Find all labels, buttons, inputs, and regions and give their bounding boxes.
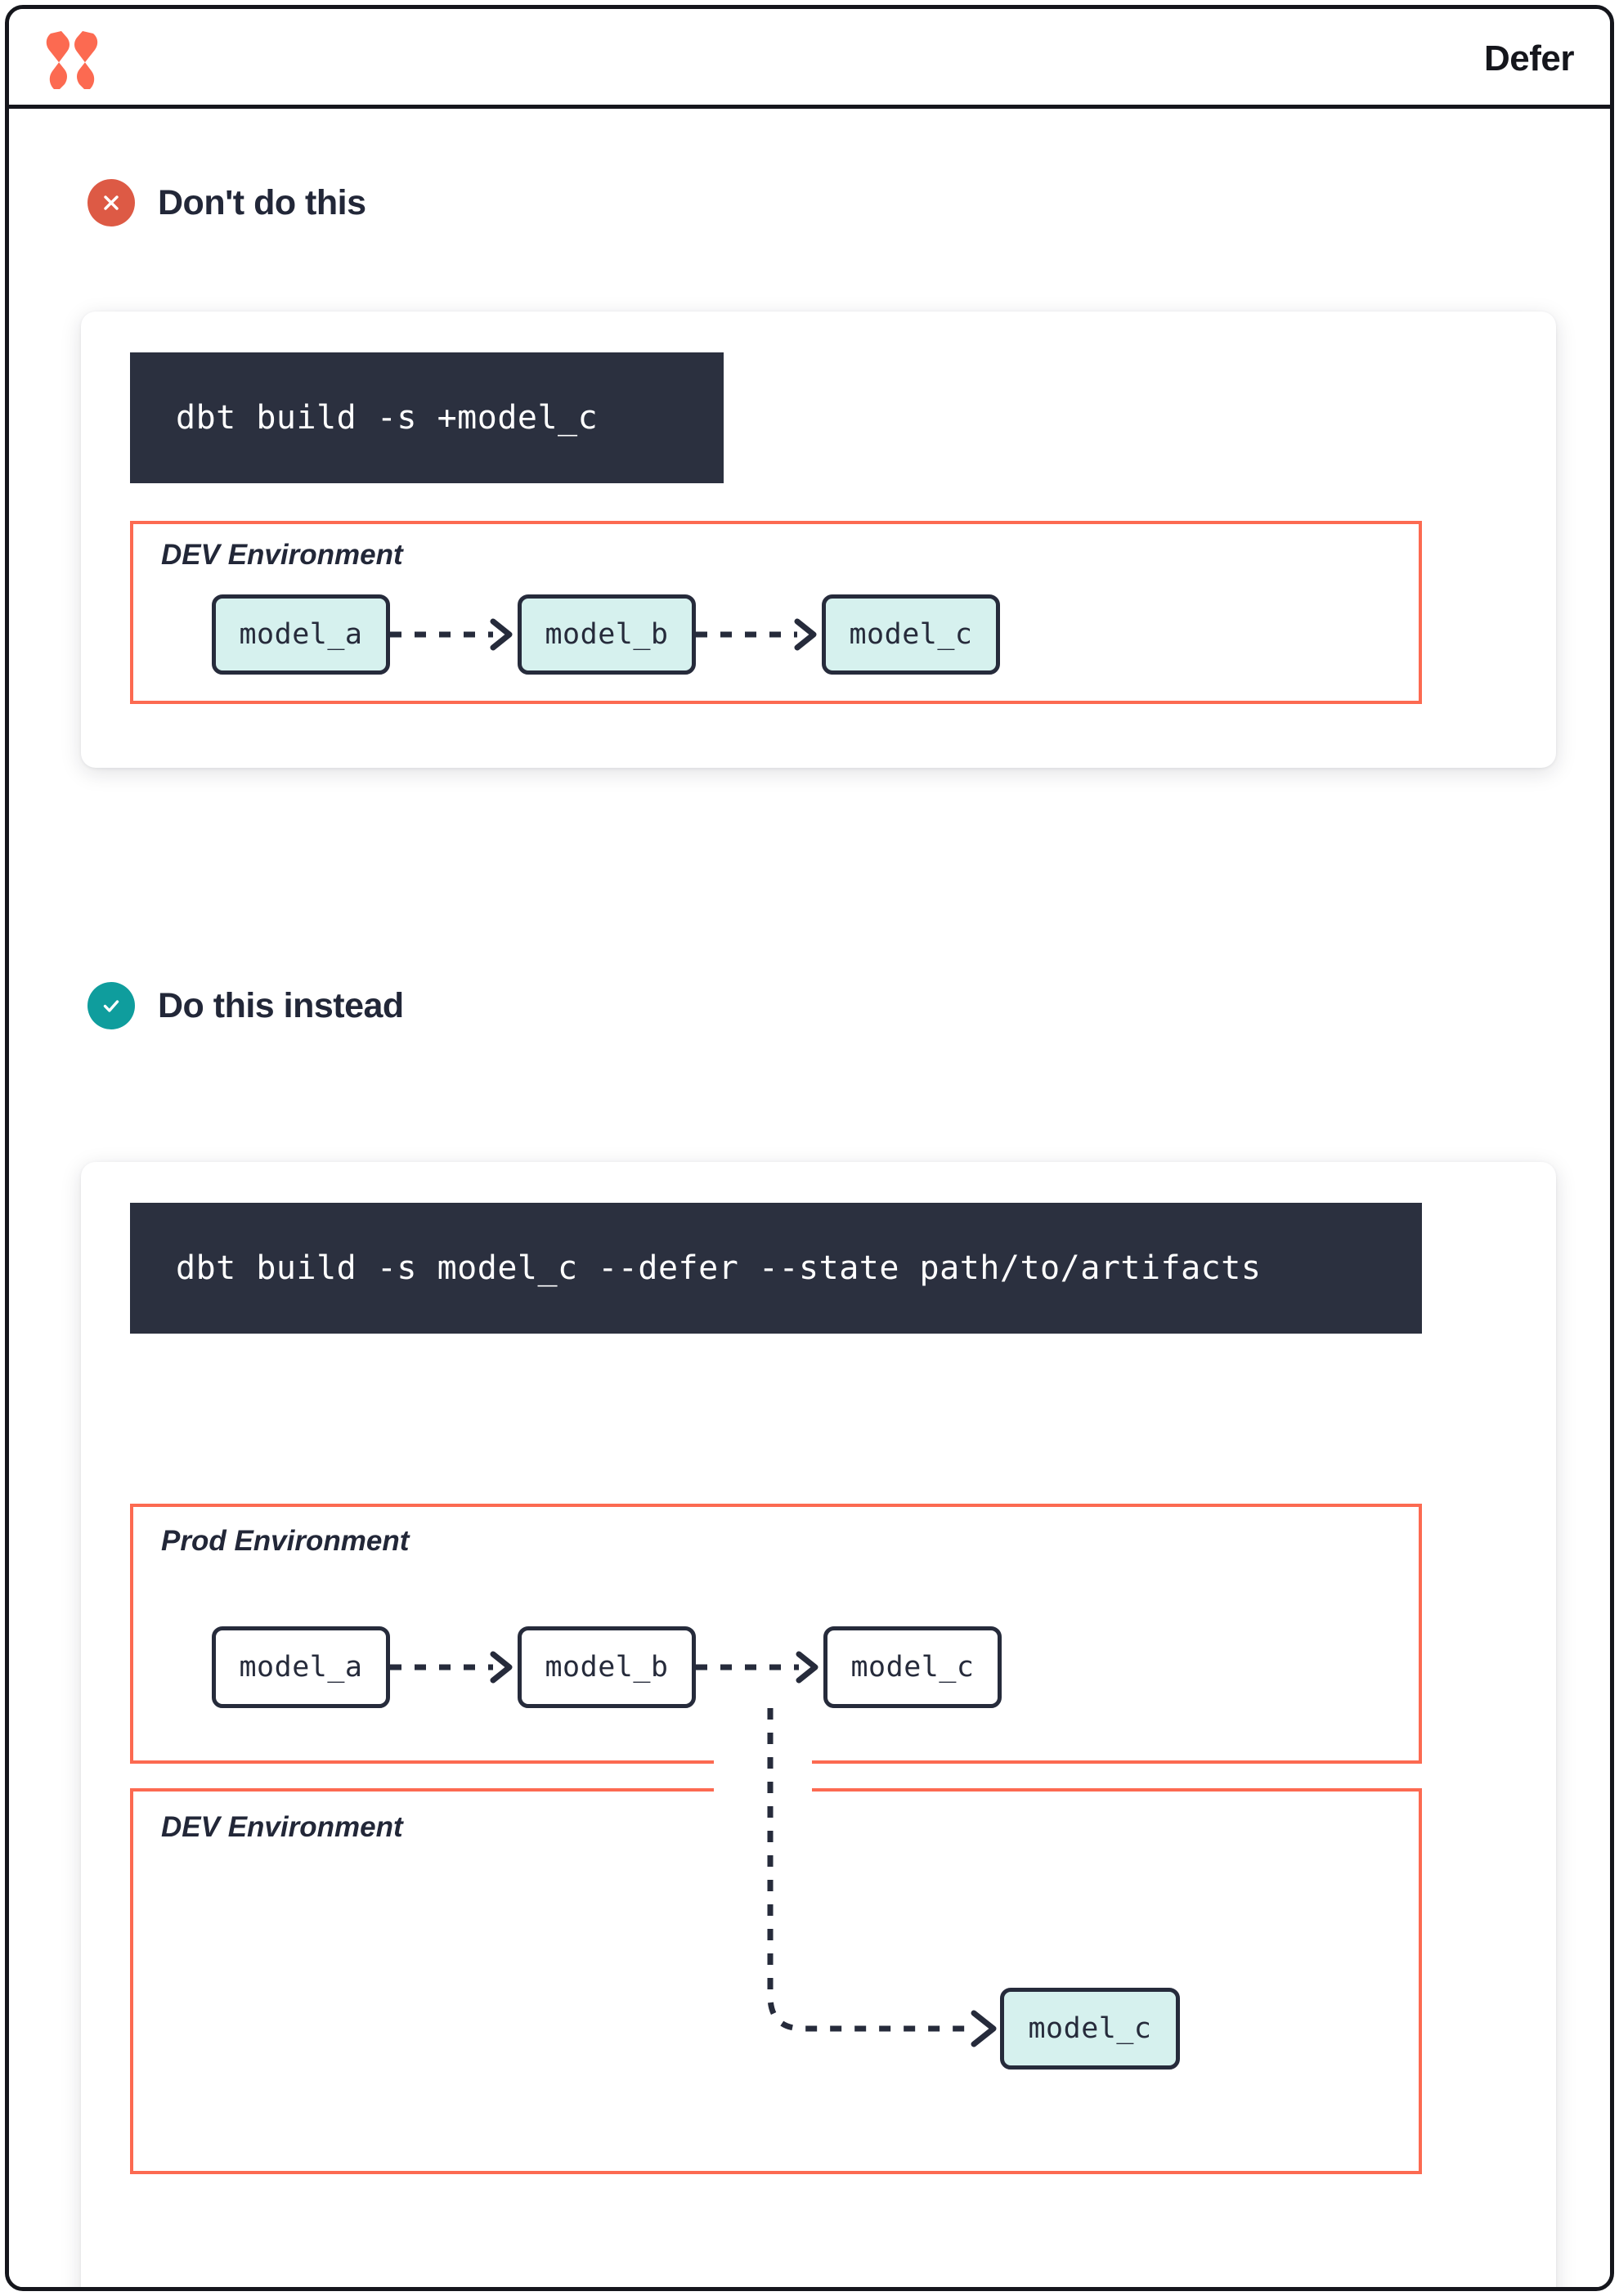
node-model-b-dev-dont: model_b: [518, 594, 696, 675]
env-label-prod: Prod Environment: [161, 1525, 410, 1557]
arrow-a-to-b-prod: [390, 1651, 513, 1684]
defer-connector-arrow: [767, 1708, 997, 2047]
env-box-dev-dont: [130, 521, 1422, 704]
header-bar: Defer: [9, 9, 1610, 109]
node-model-c-dev-do: model_c: [1000, 1988, 1180, 2070]
body-area: Don't do this dbt build -s +model_c DEV …: [9, 109, 1610, 2287]
section-title-dont: Don't do this: [158, 182, 366, 222]
arrow-b-to-c-dont: [696, 618, 817, 651]
node-model-a-prod: model_a: [212, 1626, 390, 1708]
code-block-do: dbt build -s model_c --defer --state pat…: [130, 1203, 1422, 1334]
border-gap-mask-dev: [714, 1785, 812, 1809]
node-model-c-prod: model_c: [823, 1626, 1002, 1708]
code-text-dont: dbt build -s +model_c: [176, 399, 599, 437]
code-text-do: dbt build -s model_c --defer --state pat…: [176, 1249, 1262, 1287]
arrow-b-to-c-prod: [696, 1651, 818, 1684]
page-title: Defer: [1484, 38, 1575, 78]
section-heading-dont: Don't do this: [87, 179, 366, 226]
env-label-dev-dont: DEV Environment: [161, 539, 403, 571]
arrow-a-to-b-dont: [390, 618, 513, 651]
section-title-do: Do this instead: [158, 985, 404, 1025]
section-heading-do: Do this instead: [87, 982, 404, 1029]
card-do: dbt build -s model_c --defer --state pat…: [81, 1162, 1556, 2287]
border-gap-mask-prod: [714, 1742, 812, 1767]
node-model-c-dev-dont: model_c: [822, 594, 1000, 675]
x-circle-icon: [87, 179, 135, 226]
check-circle-icon: [87, 982, 135, 1029]
node-model-b-prod: model_b: [518, 1626, 696, 1708]
dbt-logo-icon: [43, 29, 101, 89]
env-label-dev-do: DEV Environment: [161, 1811, 403, 1843]
card-dont: dbt build -s +model_c DEV Environment mo…: [81, 312, 1556, 768]
code-block-dont: dbt build -s +model_c: [130, 352, 724, 483]
page-frame: Defer Don't do this dbt build -s +model_…: [5, 5, 1614, 2291]
node-model-a-dev-dont: model_a: [212, 594, 390, 675]
